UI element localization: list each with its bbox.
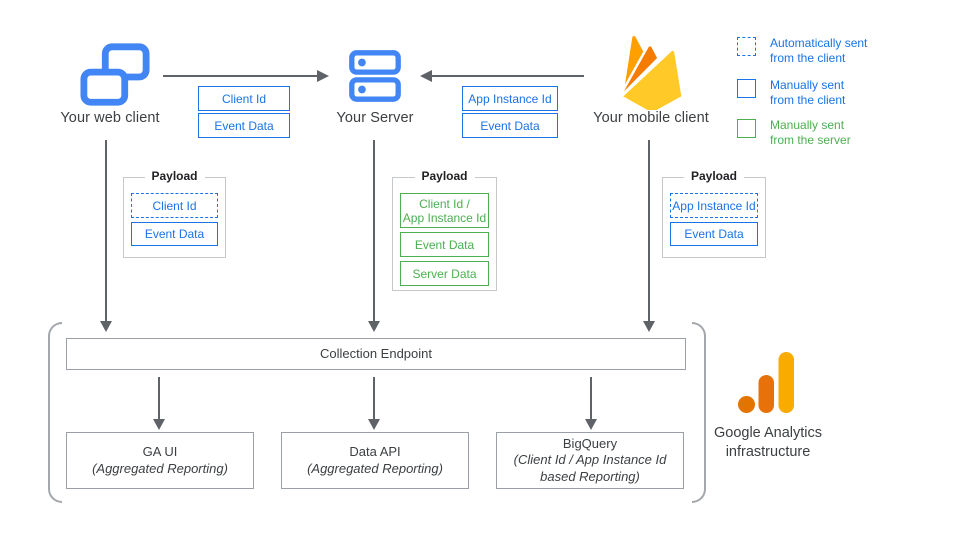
web-client-icon xyxy=(80,43,150,106)
transfer-chip-app-instance-id: App Instance Id xyxy=(462,86,558,111)
legend-swatch-solid-blue xyxy=(737,79,756,98)
payload-title: Payload xyxy=(683,169,745,183)
arrow-shaft xyxy=(590,377,592,420)
legend-swatch-dashed-blue xyxy=(737,37,756,56)
arrow-server-to-endpoint xyxy=(368,140,380,332)
arrow-shaft xyxy=(431,75,584,77)
output-box-data-api: Data API (Aggregated Reporting) xyxy=(281,432,469,489)
transfer-chip-event-data: Event Data xyxy=(198,113,290,138)
payload-item-event-data: Event Data xyxy=(400,232,489,257)
arrow-web-to-endpoint xyxy=(100,140,112,332)
mobile-client-label: Your mobile client xyxy=(593,110,709,126)
arrow-endpoint-to-data-api xyxy=(368,377,380,430)
firebase-icon xyxy=(623,36,682,110)
server-label: Your Server xyxy=(336,110,414,126)
transfer-chip-client-id: Client Id xyxy=(198,86,290,111)
payload-item-event-data: Event Data xyxy=(670,222,758,246)
legend-item-auto-client: Automatically sent from the client xyxy=(737,36,867,65)
arrow-mobile-to-endpoint xyxy=(643,140,655,332)
arrow-head xyxy=(585,419,597,430)
collection-endpoint-box: Collection Endpoint xyxy=(66,338,686,370)
infrastructure-bracket-right xyxy=(692,322,706,503)
output-box-ga-ui: GA UI (Aggregated Reporting) xyxy=(66,432,254,489)
arrow-shaft xyxy=(163,75,318,77)
transfer-chip-event-data: Event Data xyxy=(462,113,558,138)
arrow-head xyxy=(643,321,655,332)
legend-swatch-solid-green xyxy=(737,119,756,138)
arrow-shaft xyxy=(373,377,375,420)
payload-box-web: Payload Client Id Event Data xyxy=(123,169,226,258)
web-client-label: Your web client xyxy=(60,110,160,126)
output-title: Data API xyxy=(349,444,401,459)
arrow-head xyxy=(100,321,112,332)
output-subtitle: (Aggregated Reporting) xyxy=(307,460,443,476)
payload-item-client-or-app-id: Client Id / App Instance Id xyxy=(400,193,489,228)
arrow-mobile-to-server xyxy=(420,70,584,82)
legend-label: Manually sent from the server xyxy=(770,118,851,147)
arrow-shaft xyxy=(648,140,650,322)
infrastructure-caption: Google Analytics infrastructure xyxy=(713,425,822,460)
arrow-web-to-server xyxy=(163,70,329,82)
payload-title: Payload xyxy=(144,169,205,183)
arrow-head xyxy=(153,419,165,430)
arrow-head xyxy=(317,70,329,82)
payload-box-server: Payload Client Id / App Instance Id Even… xyxy=(392,169,497,291)
server-icon xyxy=(349,50,401,102)
legend-label: Automatically sent from the client xyxy=(770,36,868,65)
google-analytics-logo xyxy=(738,352,794,413)
output-title: GA UI xyxy=(142,444,178,459)
payload-box-mobile: Payload App Instance Id Event Data xyxy=(662,169,766,258)
legend-item-manual-server: Manually sent from the server xyxy=(737,118,851,147)
output-subtitle: (Aggregated Reporting) xyxy=(92,460,228,476)
arrow-shaft xyxy=(158,377,160,420)
arrow-endpoint-to-ga-ui xyxy=(153,377,165,430)
payload-item-client-id: Client Id xyxy=(131,193,218,218)
arrow-head xyxy=(368,321,380,332)
arrow-shaft xyxy=(105,140,107,322)
payload-item-app-instance-id: App Instance Id xyxy=(670,193,758,218)
legend-label: Manually sent from the client xyxy=(770,78,846,107)
collection-endpoint-label: Collection Endpoint xyxy=(319,345,433,361)
legend-item-manual-client: Manually sent from the client xyxy=(737,78,845,107)
payload-item-event-data: Event Data xyxy=(131,222,218,246)
infrastructure-bracket-left xyxy=(48,322,62,503)
output-subtitle: (Client Id / App Instance Id based Repor… xyxy=(513,452,667,484)
arrow-head xyxy=(368,419,380,430)
payload-title: Payload xyxy=(414,169,475,183)
arrow-head xyxy=(420,70,432,82)
arrow-shaft xyxy=(373,140,375,322)
output-title: BigQuery xyxy=(562,435,618,451)
output-box-bigquery: BigQuery (Client Id / App Instance Id ba… xyxy=(496,432,684,489)
arrow-endpoint-to-bigquery xyxy=(585,377,597,430)
payload-item-server-data: Server Data xyxy=(400,261,489,286)
